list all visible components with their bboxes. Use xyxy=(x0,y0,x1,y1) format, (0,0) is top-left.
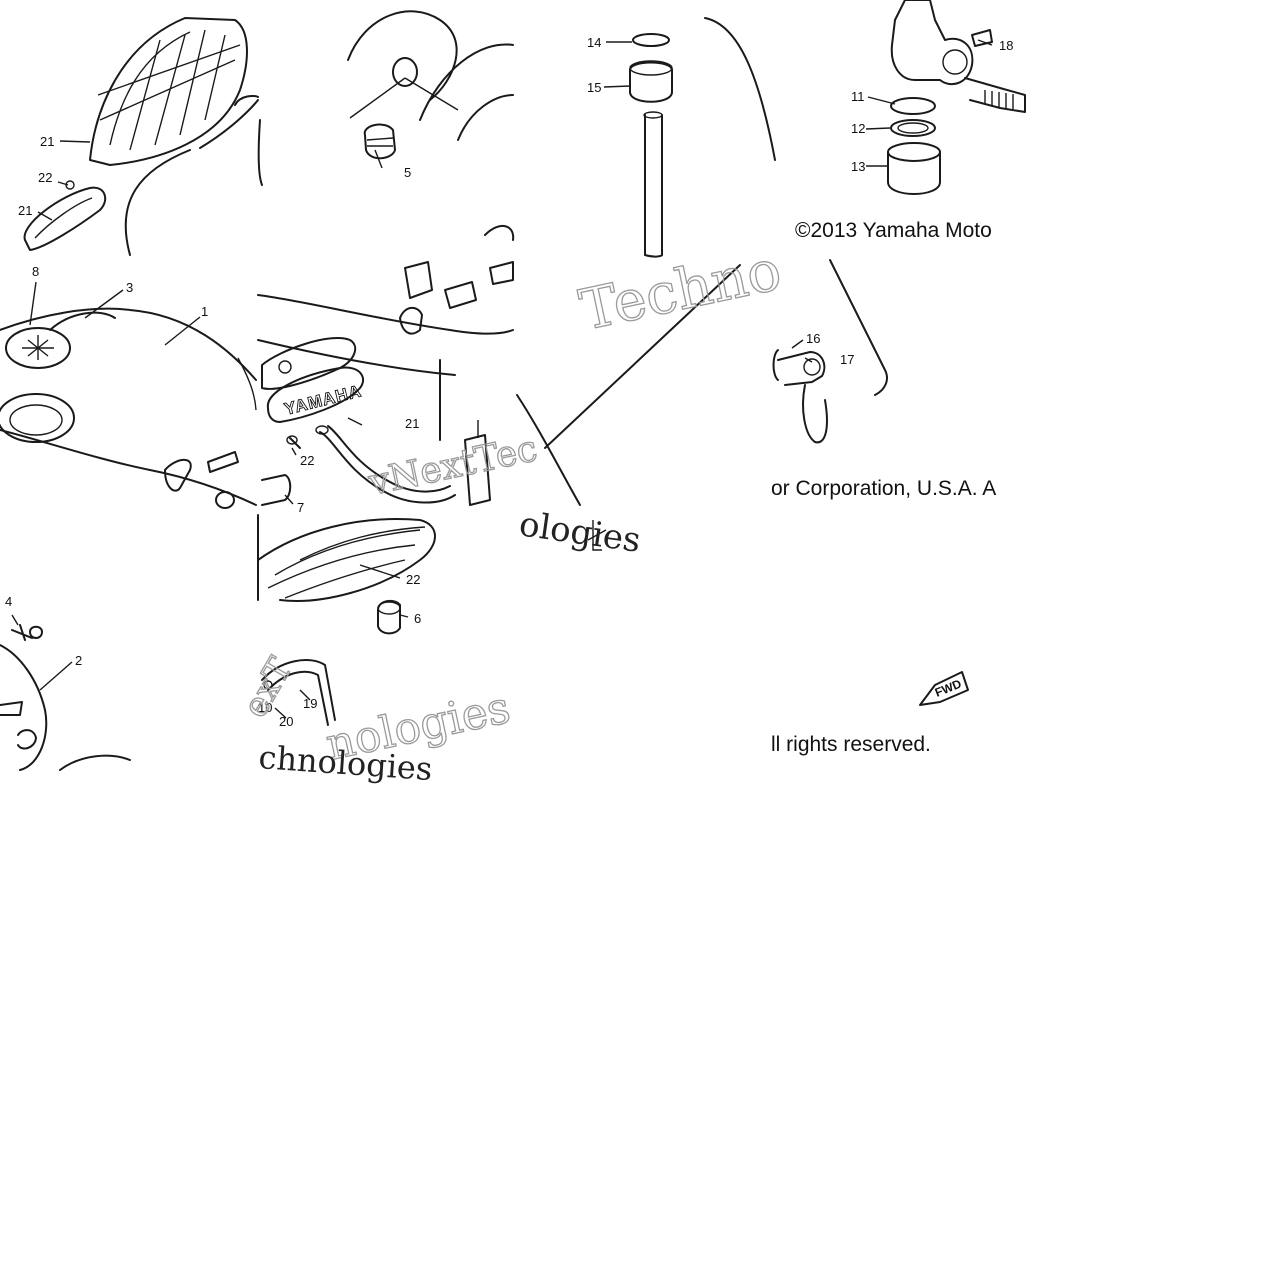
callout-21b: 21 xyxy=(405,416,419,431)
lever-17 xyxy=(772,349,828,444)
callout-13: 13 xyxy=(851,159,865,174)
leader-lines xyxy=(11,39,993,719)
tile-fuel-cock-valve xyxy=(887,0,1026,195)
callout-19: 19 xyxy=(303,696,317,711)
callout-20: 20 xyxy=(279,714,293,729)
fwd-label: FWD xyxy=(933,676,964,699)
tile-cap-area xyxy=(257,10,515,241)
tile-fuel-cock-upper xyxy=(629,17,776,256)
copyright-notice: ©2013 Yamaha Moto or Corporation, U.S.A.… xyxy=(771,219,996,756)
callout-11: 11 xyxy=(851,89,865,104)
callout-1: 1 xyxy=(201,304,208,319)
watermark-text: ologies xyxy=(517,504,643,561)
tile-fuel-tank xyxy=(0,307,257,509)
callout-17: 17 xyxy=(840,352,854,367)
callout-18: 18 xyxy=(999,38,1013,53)
callout-2: 2 xyxy=(75,653,82,668)
callout-14: 14 xyxy=(587,35,601,50)
tile-petcock-lower xyxy=(516,254,741,551)
fwd-arrow-icon: FWD xyxy=(919,671,969,706)
callout-12: 12 xyxy=(851,121,865,136)
tile-side-cover xyxy=(23,17,259,256)
callout-8: 8 xyxy=(32,264,39,279)
tile-lever xyxy=(772,259,888,444)
part-callouts: 21 22 21 5 14 15 18 11 12 13 8 3 1 21 22… xyxy=(5,35,1013,729)
yamaha-emblem-plate: YAMAHA xyxy=(266,366,364,423)
watermarks: Techno vNextTec ologies exT nologies chn… xyxy=(235,237,788,788)
callout-24: 21 xyxy=(40,134,54,149)
callout-22a: 22 xyxy=(38,170,52,185)
callout-16: 16 xyxy=(806,331,820,346)
watermark-text: vNextTec xyxy=(364,428,540,504)
callout-5: 5 xyxy=(404,165,411,180)
tile-side-cover-23 xyxy=(257,514,436,726)
tile-side-cover-2 xyxy=(0,624,131,771)
copyright-line-1: ©2013 Yamaha Moto xyxy=(795,219,992,242)
fuel-cap-8 xyxy=(0,327,75,443)
cap-5 xyxy=(363,123,396,160)
callout-4: 4 xyxy=(5,594,12,609)
callout-10: 10 xyxy=(258,700,272,715)
callout-3: 3 xyxy=(126,280,133,295)
callout-15: 15 xyxy=(587,80,601,95)
cap-6 xyxy=(377,599,401,635)
callout-7: 7 xyxy=(297,500,304,515)
callout-23: 22 xyxy=(406,572,420,587)
copyright-line-2: or Corporation, U.S.A. A xyxy=(771,477,996,500)
copyright-line-3: ll rights reserved. xyxy=(771,733,931,756)
callout-22b: 22 xyxy=(300,453,314,468)
emblem-text: YAMAHA xyxy=(282,381,363,419)
watermark-text: Techno xyxy=(574,238,786,344)
callout-21a: 21 xyxy=(18,203,32,218)
callout-6: 6 xyxy=(414,611,421,626)
